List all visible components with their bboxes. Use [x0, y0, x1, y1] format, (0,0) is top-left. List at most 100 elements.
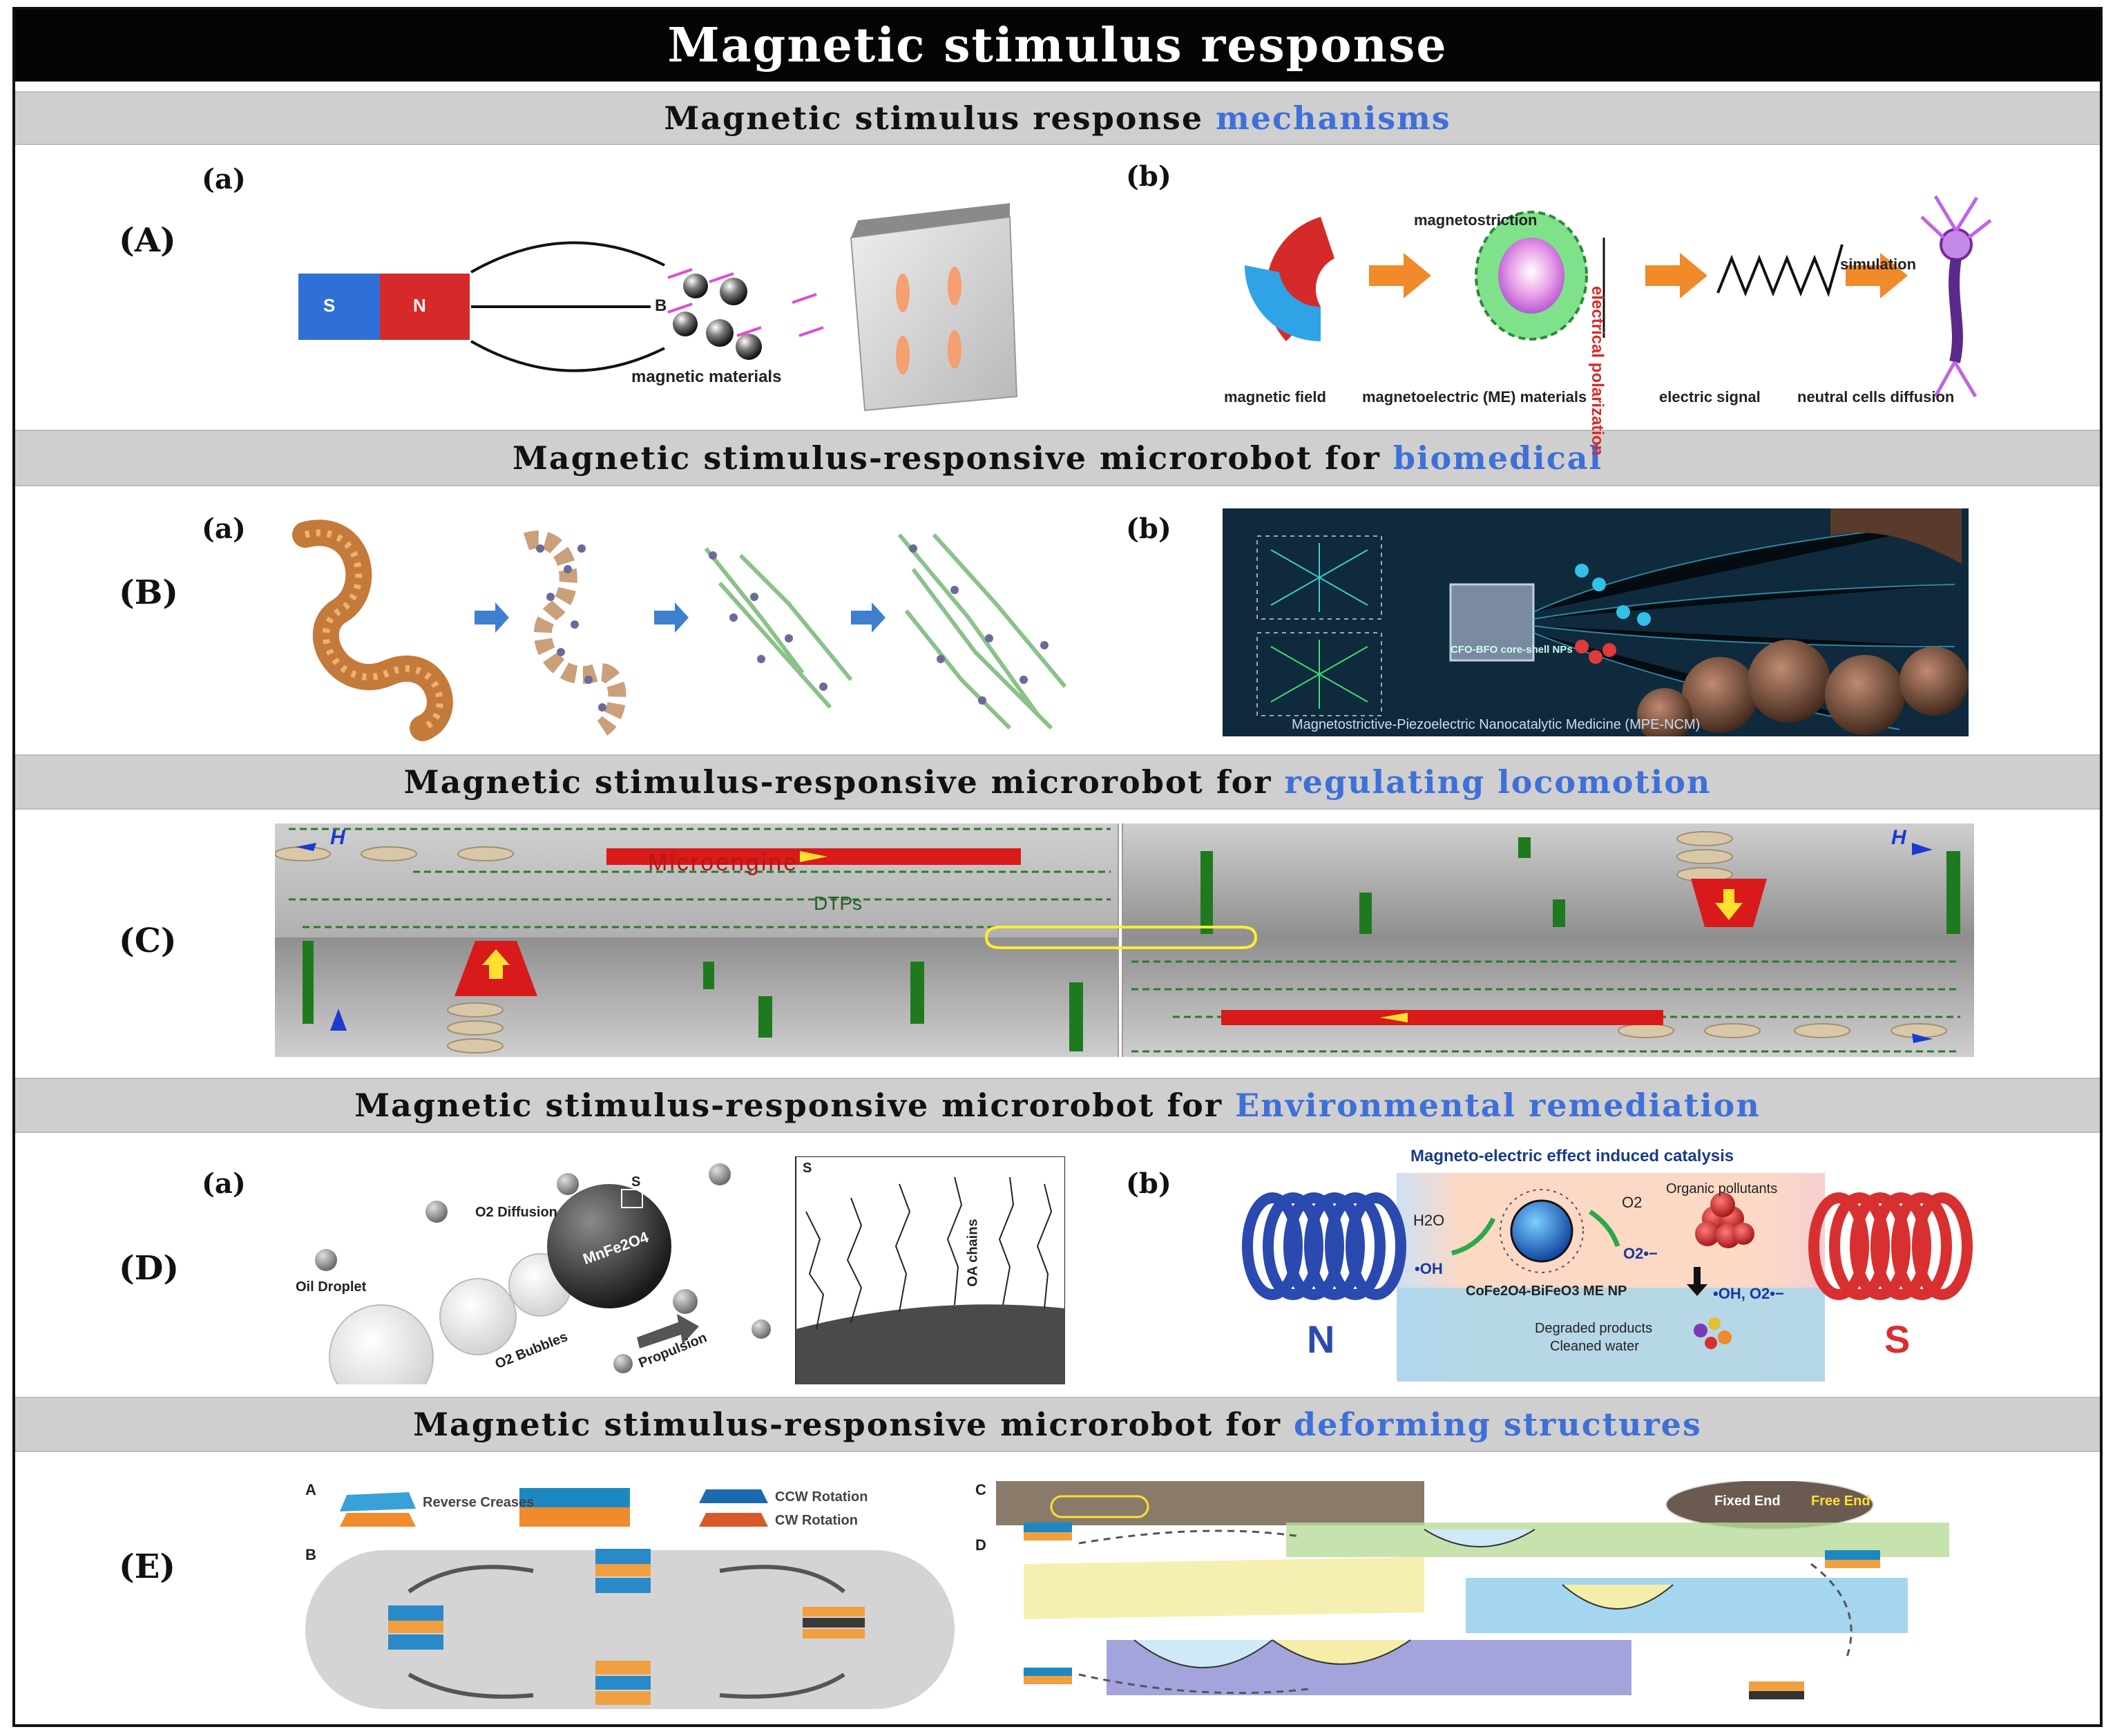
crystal-box: [1256, 535, 1382, 620]
origami-stack: [803, 1607, 865, 1639]
propulsion-arrow: [637, 1314, 699, 1348]
magnet-s-label: S: [323, 295, 336, 316]
magnetostriction-label: magnetostriction: [1414, 211, 1538, 229]
panel-d-b-svg: [1242, 1173, 1973, 1382]
o2-label: O2: [1622, 1194, 1643, 1211]
process-arrow: [1645, 253, 1707, 298]
embedded-particle: [948, 267, 961, 305]
field-arrow: [330, 1009, 347, 1031]
panel-b-a-svg: [292, 519, 1067, 741]
sub-label-b: (b): [1126, 513, 1171, 545]
cw-block: [699, 1513, 768, 1527]
polarization-label: electrical polarization: [1588, 286, 1607, 456]
oa-chains: [805, 1176, 1053, 1330]
section-text: Magnetic stimulus response: [664, 99, 1204, 137]
dtps-label: DTPs: [814, 893, 862, 914]
section-accent: deforming structures: [1294, 1406, 1702, 1443]
figure-frame: Magnetic stimulus response Magnetic stim…: [12, 7, 2103, 1727]
panel-e-right-svg: [996, 1481, 1949, 1699]
section-text: Magnetic stimulus-responsive microrobot …: [413, 1406, 1282, 1443]
organic-pollutants-label: Organic pollutants: [1666, 1181, 1778, 1196]
step-arrow: [475, 602, 509, 633]
panel-b-nanocatalytic-medicine: CFO-BFO core-shell NPs Magnetostrictive-…: [1223, 508, 1969, 736]
section-accent: regulating locomotion: [1284, 763, 1712, 801]
row-label-e: (E): [119, 1547, 176, 1586]
field-arrow: [1912, 1033, 1933, 1043]
section-text: Magnetic stimulus-responsive microrobot …: [512, 439, 1381, 477]
transition-paths: [1078, 1529, 1853, 1695]
section-accent: biomedical: [1393, 439, 1603, 477]
horseshoe-magnet-blue: [1245, 265, 1321, 341]
magnetic-materials-label: magnetic materials: [631, 368, 782, 386]
lattice: [1270, 640, 1368, 709]
degradation-arrow: [1687, 1267, 1707, 1296]
section-band-deforming: Magnetic stimulus-responsive microrobot …: [15, 1397, 2100, 1452]
panel-b-b-svg: [1256, 508, 1969, 736]
sub-label-b: (b): [1126, 1167, 1171, 1200]
o2-radical-label: O2•−: [1623, 1245, 1658, 1262]
panel-e-energy-landscape: C D Fixed End Free End: [975, 1481, 1963, 1709]
magnetic-particle: [720, 278, 747, 305]
sub-label-a: (a): [202, 1167, 246, 1200]
row-label-d: (D): [119, 1249, 180, 1288]
oil-droplets: [315, 1163, 771, 1373]
field-h-label: H: [330, 826, 345, 849]
magnetic-particle: [706, 319, 734, 347]
caption-me-materials: magnetoelectric (ME) materials: [1362, 388, 1587, 406]
section-accent: mechanisms: [1216, 99, 1451, 137]
microengine-bar: [1221, 1010, 1663, 1025]
robot-direction: [482, 949, 510, 979]
embedded-particle: [948, 330, 961, 369]
o2-bubble: [329, 1304, 434, 1384]
products-label: •OH, O2•−: [1713, 1285, 1784, 1302]
panel-a-magnet-diagram: S N B magnetic materials: [278, 189, 1134, 424]
origami-stack: [388, 1605, 443, 1650]
cleaned-water-label: Cleaned water: [1550, 1339, 1639, 1354]
coil-n-label: N: [1307, 1317, 1335, 1361]
panel-e-origami-states: A B Reverse Creases CCW Rotation CW Rota…: [305, 1481, 982, 1709]
neuron-cell: [1920, 195, 1992, 398]
electric-signal-wave: [1716, 244, 1844, 298]
h2o-label: H2O: [1413, 1212, 1445, 1229]
soft-material-slab: [850, 216, 1018, 412]
section-accent: Environmental remediation: [1235, 1087, 1761, 1124]
microengine-label: Microengine: [648, 850, 799, 876]
energy-well: [1424, 1529, 1535, 1547]
sub-label-b: (b): [1126, 160, 1171, 193]
lattice: [1270, 543, 1368, 612]
robot-direction: [1715, 889, 1743, 920]
ccw-block: [699, 1489, 768, 1503]
track-right-lower: [1123, 937, 1974, 1057]
crease-tile-orange: [340, 1513, 416, 1527]
magnetic-particle: [673, 312, 698, 336]
particle-cluster: [909, 544, 1049, 705]
slab-top: [851, 203, 1010, 238]
magnetic-arrow: [792, 293, 817, 304]
panel-a-svg: [298, 203, 1018, 412]
transfer-loop: [984, 926, 1258, 949]
dtp-pillars: [303, 837, 1960, 1051]
o2-bubble: [439, 1278, 517, 1355]
panel-e-letter-c: C: [975, 1481, 986, 1498]
energy-plane-yellow: [1024, 1557, 1424, 1619]
me-nanoparticle: [1510, 1199, 1573, 1263]
helix-texture: [304, 529, 443, 732]
oh-radicals: [1575, 564, 1651, 626]
disc-stack: [275, 831, 1947, 1053]
caption-magnetic-field: magnetic field: [1224, 388, 1326, 406]
magnetic-arrow: [709, 272, 734, 283]
zoom-s-label: S: [631, 1174, 641, 1190]
row-label-c: (C): [119, 922, 177, 960]
process-arrow: [1369, 253, 1431, 298]
magnetic-particle: [683, 274, 708, 298]
coil-s: [1808, 1192, 1973, 1300]
helix-degrading: [523, 531, 626, 736]
panel-e-letter-a: A: [305, 1481, 316, 1498]
magnetic-arrow: [736, 326, 762, 337]
magnetic-arrow: [798, 326, 824, 337]
field-line: [470, 241, 665, 274]
caption-electric-signal: electric signal: [1659, 388, 1761, 406]
zoom-box: [621, 1189, 643, 1208]
tissue-membrane: [1830, 508, 1962, 564]
step-arrow: [654, 602, 689, 633]
